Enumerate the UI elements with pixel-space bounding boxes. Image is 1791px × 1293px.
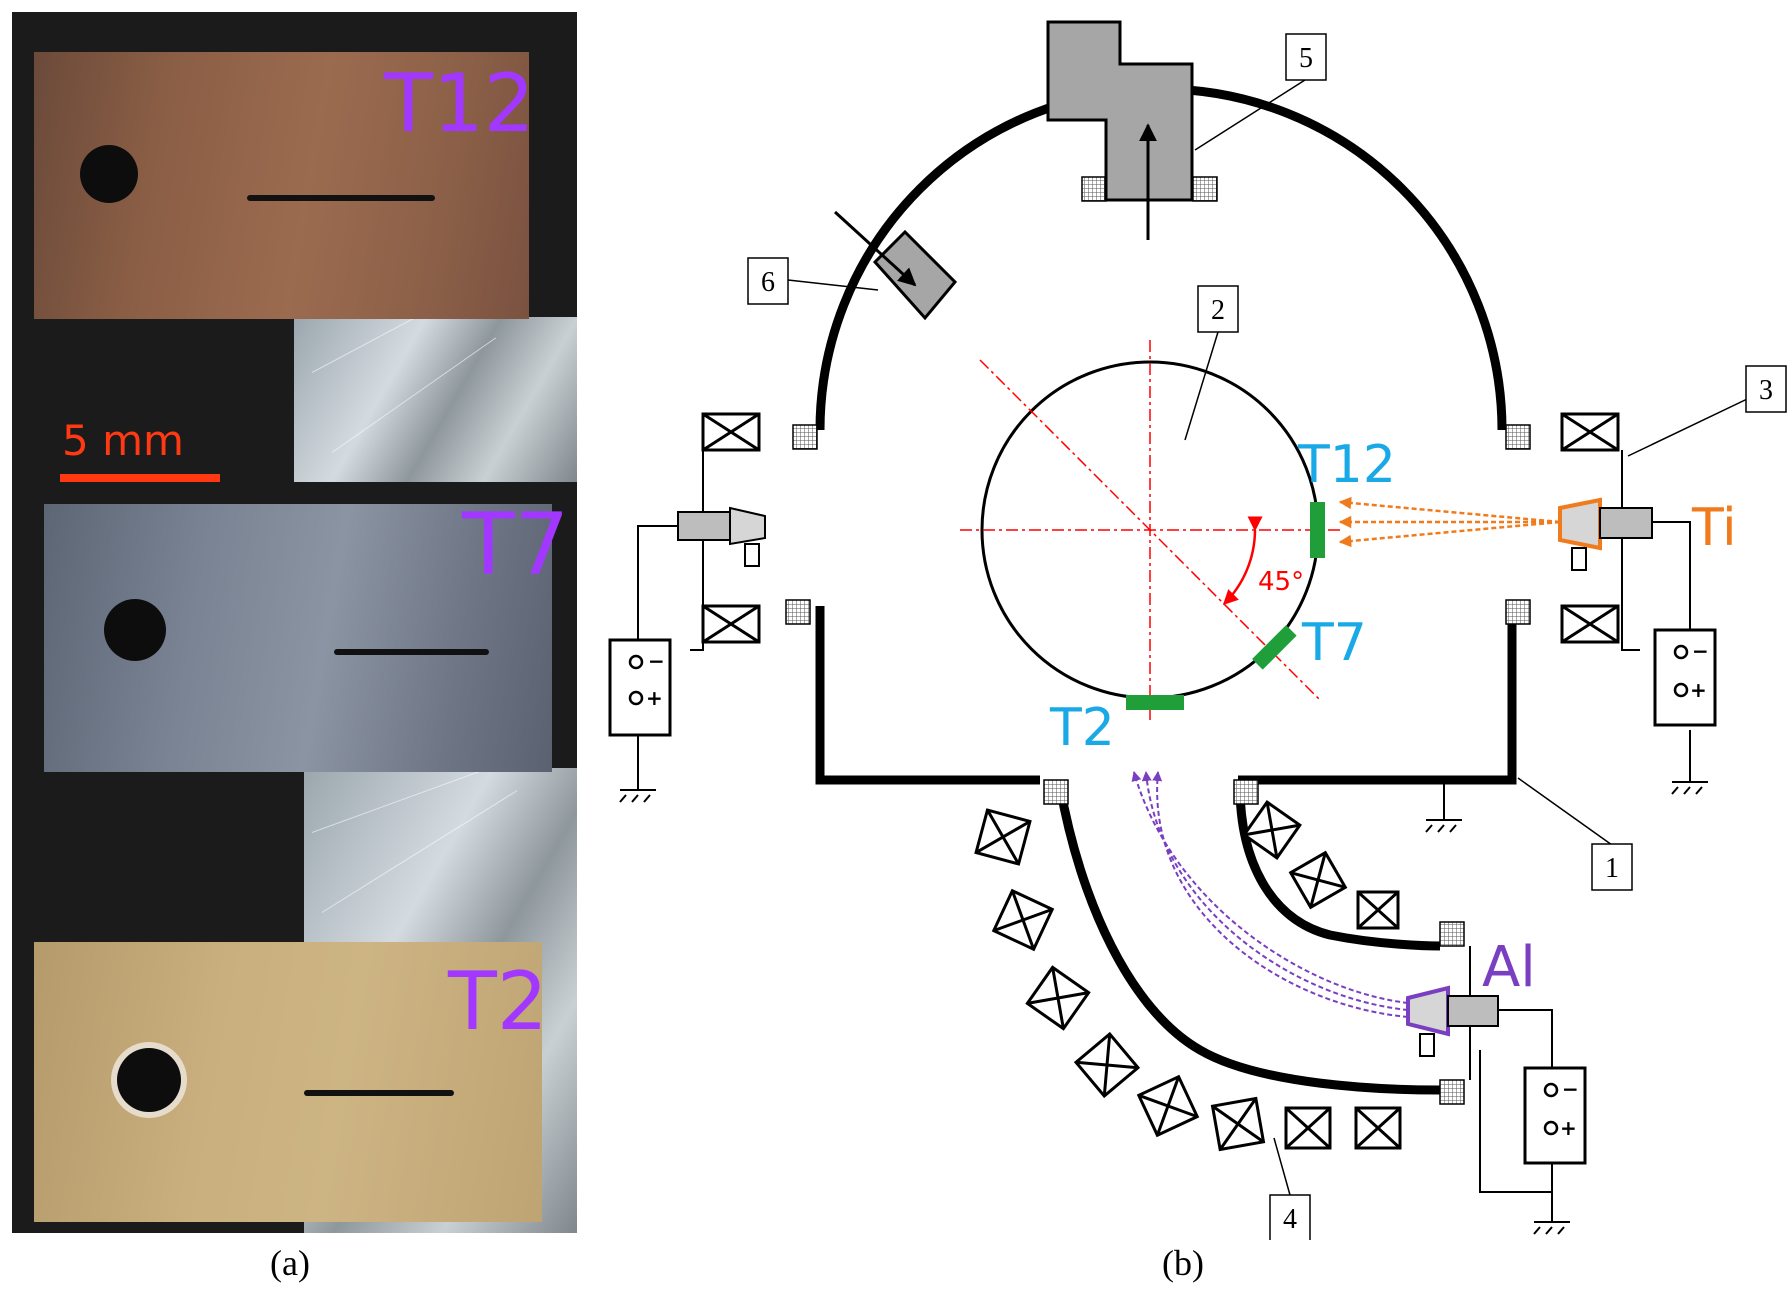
chamber-schematic: − + − + [608,20,1787,1240]
svg-text:+: + [1560,1116,1577,1140]
flanges [785,176,1531,1105]
arc-source-al [1406,946,1570,1235]
sample-photograph: T12 T7 T2 5 mm [12,12,577,1233]
mounting-hole [104,599,166,661]
svg-text:−: − [1562,1077,1579,1101]
slit [247,195,435,201]
sample-t2: T2 [34,942,548,1222]
sample-label: T12 [384,57,535,150]
sample-marker-t7 [1252,625,1297,670]
callout-6: 6 [761,267,775,298]
callout-2: 2 [1211,295,1225,326]
substrate-holder [960,340,1340,720]
source-label-al: Al [1482,935,1536,1000]
panel-b-caption: (b) [1162,1243,1204,1283]
al-flux [1131,771,1409,1018]
source-label-ti: Ti [1691,498,1737,558]
scale-label: 5 mm [62,416,184,465]
callout-5: 5 [1299,43,1313,74]
pump-port [1046,20,1194,202]
svg-text:+: + [1690,678,1707,702]
callout-1: 1 [1605,853,1619,884]
metal-background [294,317,577,482]
sample-marker-t12 [1310,502,1325,558]
power-supply-al: − + [1523,1066,1587,1165]
gas-inlet [833,210,958,321]
callout-leaders [787,79,1767,1196]
sample-t12: T12 [34,52,535,319]
sample-label: T2 [448,955,548,1048]
sample-label: T7 [462,495,570,595]
panel-a-caption: (a) [270,1243,310,1283]
slit [304,1090,454,1096]
tag-t2: T2 [1049,698,1115,758]
ti-flux [1338,496,1561,548]
magnetic-coils [701,412,1620,1152]
chamber-ground [1425,784,1462,833]
mounting-hole [80,145,138,203]
arc-source-left [619,450,766,803]
angle-label: 45° [1258,567,1304,597]
slit [334,649,489,655]
callout-3: 3 [1759,375,1773,406]
callout-boxes [747,33,1787,1240]
svg-text:−: − [1692,639,1709,663]
svg-text:+: + [646,686,663,710]
tag-t12: T12 [1297,435,1396,495]
callout-4: 4 [1283,1204,1297,1235]
sample-marker-t2 [1126,695,1184,710]
svg-text:−: − [648,649,665,673]
tag-t7: T7 [1301,613,1367,673]
mounting-hole [117,1048,181,1112]
scale-bar [60,474,220,482]
power-supply-left: − + [608,638,672,737]
power-supply-ti: − + [1653,628,1717,727]
sample-t7: T7 [44,502,569,772]
